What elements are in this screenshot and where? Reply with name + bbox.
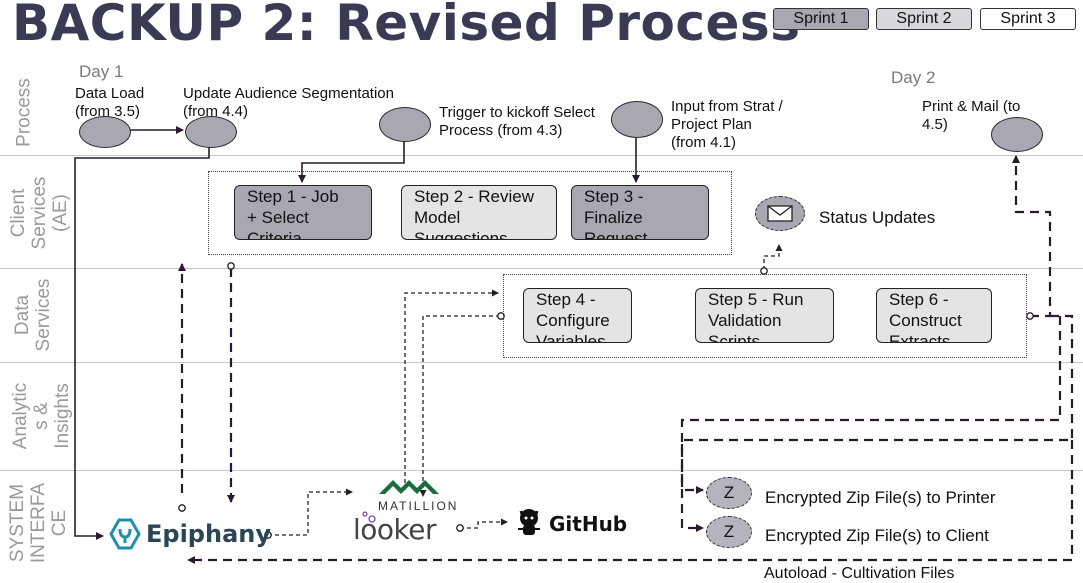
looker-label: looker bbox=[353, 513, 437, 546]
trigger-label: Trigger to kickoff Select Process (from … bbox=[439, 104, 595, 139]
update-audience-label: Update Audience Segmentation (from 4.4) bbox=[183, 85, 394, 120]
status-updates-label: Status Updates bbox=[819, 208, 936, 227]
step-3-box[interactable]: Step 3 - Finalize Request bbox=[571, 185, 709, 240]
matillion-logo-icon bbox=[379, 472, 439, 498]
step-1-box[interactable]: Step 1 - Job + Select Criteria bbox=[234, 185, 372, 240]
print-mail-label: Print & Mail (to 4.5) bbox=[922, 98, 1021, 133]
day-2-label: Day 2 bbox=[891, 68, 936, 87]
step-5-box[interactable]: Step 5 - Run Validation Scripts bbox=[695, 288, 834, 343]
input-strat-node[interactable] bbox=[611, 101, 663, 138]
data-services-group bbox=[503, 274, 1027, 358]
zip-printer-label: Encrypted Zip File(s) to Printer bbox=[765, 488, 996, 507]
sprint-1-tab[interactable]: Sprint 1 bbox=[773, 8, 869, 30]
step-4-box[interactable]: Step 4 - Configure Variables bbox=[523, 288, 632, 343]
trigger-node[interactable] bbox=[379, 107, 431, 142]
github-logo-icon bbox=[514, 507, 544, 541]
autoload-label: Autoload - Cultivation Files bbox=[764, 565, 955, 582]
epiphany-logo-icon bbox=[109, 518, 141, 550]
matillion-label: MATILLION bbox=[378, 499, 459, 513]
zip-client-label: Encrypted Zip File(s) to Client bbox=[765, 526, 989, 545]
envelope-icon bbox=[767, 205, 793, 222]
zip-printer-icon: Z bbox=[706, 477, 752, 509]
step-2-box[interactable]: Step 2 - Review Model Suggestions bbox=[401, 185, 557, 240]
epiphany-label: Epiphany bbox=[146, 520, 271, 548]
data-load-label: Data Load (from 3.5) bbox=[75, 85, 145, 120]
lane-divider bbox=[0, 155, 1083, 156]
input-strat-label: Input from Strat / Project Plan (from 4.… bbox=[671, 98, 783, 151]
print-mail-node[interactable] bbox=[991, 117, 1043, 152]
update-audience-node[interactable] bbox=[185, 116, 237, 148]
step-6-box[interactable]: Step 6 - Construct Extracts bbox=[876, 288, 992, 343]
client-services-group bbox=[208, 171, 732, 255]
sprint-3-tab[interactable]: Sprint 3 bbox=[980, 8, 1076, 30]
page-title: BACKUP 2: Revised Process bbox=[12, 0, 801, 52]
looker-logo-icon bbox=[360, 511, 378, 525]
lane-divider bbox=[0, 470, 1083, 471]
day-1-label: Day 1 bbox=[79, 62, 124, 81]
zip-client-icon: Z bbox=[706, 516, 752, 548]
lane-divider bbox=[0, 362, 1083, 363]
status-updates-node[interactable] bbox=[755, 196, 805, 231]
lane-divider bbox=[0, 268, 1083, 269]
github-label: GitHub bbox=[549, 512, 628, 536]
sprint-2-tab[interactable]: Sprint 2 bbox=[876, 8, 972, 30]
data-load-node[interactable] bbox=[79, 116, 131, 148]
